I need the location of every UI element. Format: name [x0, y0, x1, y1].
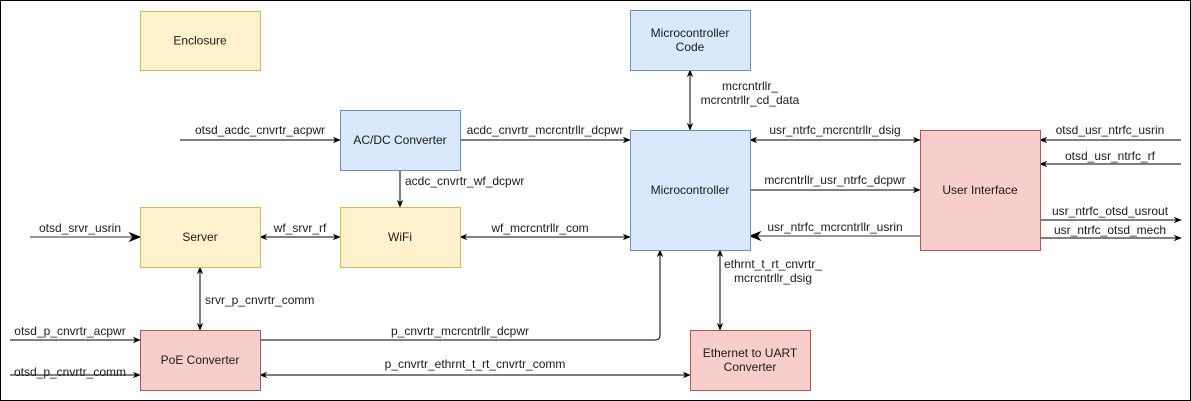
connection-label: usr_ntrfc_mcrcntrllr_usrin [767, 220, 902, 234]
connection-ui-mcu-dsig[interactable]: usr_ntrfc_mcrcntrllr_dsig [749, 123, 921, 144]
block-wifi[interactable]: WiFi [340, 207, 461, 268]
block-microcontroller[interactable]: Microcontroller [630, 130, 751, 251]
block-shape [140, 11, 261, 71]
connection-label: p_cnvrtr_ethrnt_t_rt_cnvrtr_comm [385, 357, 566, 371]
block-shape [140, 207, 261, 268]
connection-label: otsd_srvr_usrin [39, 221, 121, 235]
connection-label: ethrnt_t_rt_cnvrtr_ [724, 257, 822, 271]
connection-label: otsd_usr_ntrfc_usrin [1056, 123, 1165, 137]
block-shape [140, 330, 261, 391]
connection-label: usr_ntrfc_otsd_usrout [1052, 204, 1169, 218]
connection-label: acdc_cnvrtr_wf_dcpwr [405, 174, 524, 188]
connection-label: otsd_acdc_cnvrtr_acpwr [195, 123, 325, 137]
connection-label: mcrcntrllr_dsig [734, 271, 812, 285]
connection-poe-eth[interactable]: p_cnvrtr_ethrnt_t_rt_cnvrtr_comm [259, 357, 691, 379]
connection-label: usr_ntrfc_otsd_mech [1054, 223, 1166, 237]
connection-label: wf_srvr_rf [273, 221, 327, 235]
block-poe-converter[interactable]: PoE Converter [140, 330, 261, 391]
block-user-interface[interactable]: User Interface [920, 130, 1041, 251]
block-shape [630, 10, 751, 71]
block-label: Ethernet to UART [703, 346, 798, 360]
connection-poe-mcu[interactable]: p_cnvrtr_mcrcntrllr_dcpwr [260, 249, 664, 341]
connection-label: mcrcntrllr_cd_data [701, 93, 800, 107]
connection-eth-mcu[interactable]: ethrnt_t_rt_cnvrtr_mcrcntrllr_dsig [716, 249, 822, 331]
block-label: Microcontroller [651, 26, 730, 40]
block-label: AC/DC Converter [353, 133, 446, 147]
block-shape [690, 330, 811, 391]
block-label: Enclosure [173, 34, 227, 48]
block-label: User Interface [942, 183, 1018, 197]
connection-label: otsd_usr_ntrfc_rf [1065, 149, 1156, 163]
block-shape [920, 130, 1041, 251]
block-label: PoE Converter [161, 353, 240, 367]
connection-wifi-mcu[interactable]: wf_mcrcntrllr_com [459, 221, 631, 241]
connection-label: otsd_p_cnvrtr_comm [14, 365, 126, 379]
block-enclosure[interactable]: Enclosure [140, 11, 261, 71]
connection-server-poe[interactable]: srvr_p_cnvrtr_comm [196, 266, 314, 331]
connection-label: srvr_p_cnvrtr_comm [205, 293, 314, 307]
connection-label: mcrcntrllr_usr_ntrfc_dcpwr [764, 173, 905, 187]
connection-label: otsd_p_cnvrtr_acpwr [14, 324, 125, 338]
block-label: Microcontroller [651, 183, 730, 197]
connection-ui-mcu-usrin[interactable]: usr_ntrfc_mcrcntrllr_usrin [748, 220, 920, 242]
connection-ui-otsd-mech[interactable]: usr_ntrfc_otsd_mech [1040, 223, 1182, 242]
connection-label: usr_ntrfc_mcrcntrllr_dsig [769, 123, 900, 137]
arrow [260, 249, 664, 341]
block-label: WiFi [388, 230, 412, 244]
connection-label: wf_mcrcntrllr_com [490, 221, 588, 235]
connection-mcu-ui-dcpwr[interactable]: mcrcntrllr_usr_ntrfc_dcpwr [750, 173, 921, 194]
block-label: Converter [724, 360, 777, 374]
block-shape [340, 110, 461, 171]
connection-mcu-code[interactable]: mcrcntrllr_mcrcntrllr_cd_data [686, 69, 800, 131]
connection-otsd-poe-acpwr[interactable]: otsd_p_cnvrtr_acpwr [10, 324, 141, 344]
block-label: Code [676, 40, 705, 54]
block-server[interactable]: Server [140, 207, 261, 268]
connection-label: mcrcntrllr_ [722, 79, 778, 93]
block-acdc-converter[interactable]: AC/DC Converter [340, 110, 461, 171]
connection-label: acdc_cnvrtr_mcrcntrllr_dcpwr [467, 123, 624, 137]
connection-otsd-poe-comm[interactable]: otsd_p_cnvrtr_comm [10, 365, 141, 379]
block-shape [340, 207, 461, 268]
connection-otsd-server[interactable]: otsd_srvr_usrin [30, 221, 142, 243]
connection-ui-otsd-usrout[interactable]: usr_ntrfc_otsd_usrout [1040, 204, 1182, 224]
block-shape [630, 130, 751, 251]
connection-otsd-ui-rf[interactable]: otsd_usr_ntrfc_rf [1039, 149, 1181, 168]
connection-wifi-server[interactable]: wf_srvr_rf [259, 221, 341, 241]
connection-label: p_cnvrtr_mcrcntrllr_dcpwr [391, 324, 529, 338]
connection-acdc-mcu[interactable]: acdc_cnvrtr_mcrcntrllr_dcpwr [460, 123, 631, 144]
connection-otsd-ui-usrin[interactable]: otsd_usr_ntrfc_usrin [1039, 123, 1181, 144]
connection-acdc-wifi[interactable]: acdc_cnvrtr_wf_dcpwr [396, 170, 524, 208]
connection-otsd-acdc[interactable]: otsd_acdc_cnvrtr_acpwr [180, 123, 341, 144]
block-label: Server [182, 230, 217, 244]
